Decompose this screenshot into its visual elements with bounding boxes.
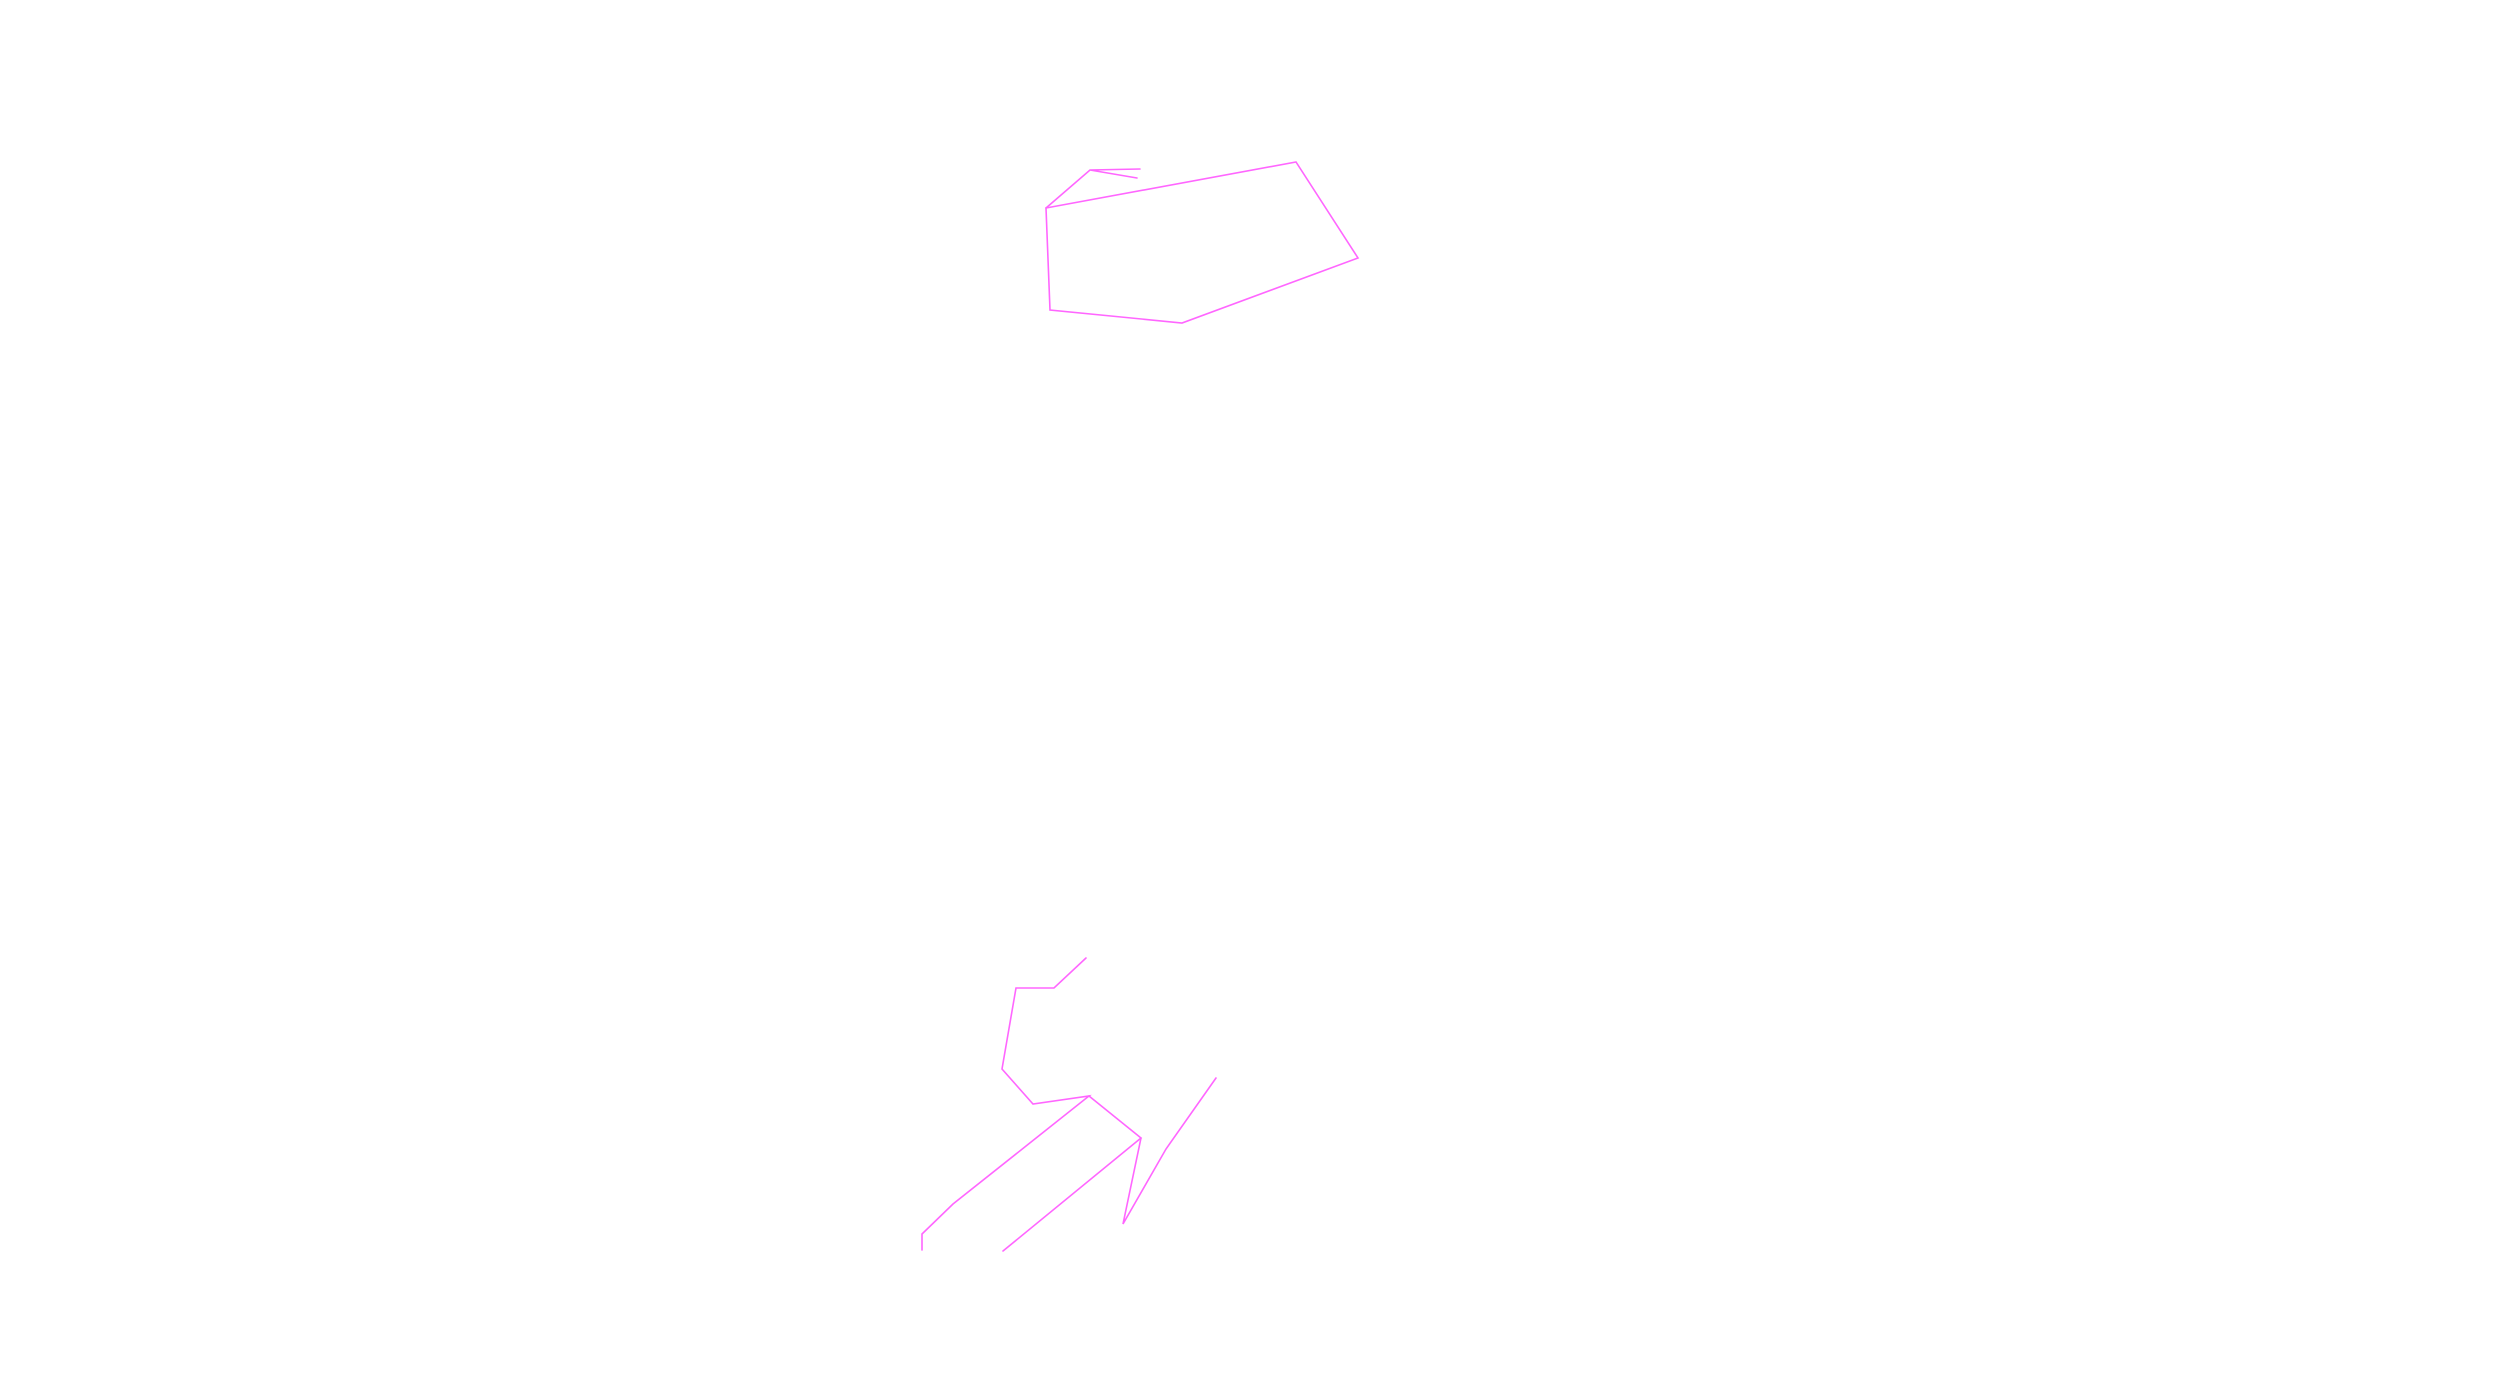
upper-outline-shape <box>1045 161 1360 324</box>
lower-stroke-center <box>1002 1095 1143 1252</box>
lower-stroke-left <box>921 957 1092 1251</box>
lower-stroke-right <box>1122 1077 1217 1225</box>
upper-outline-hook <box>1045 168 1141 209</box>
